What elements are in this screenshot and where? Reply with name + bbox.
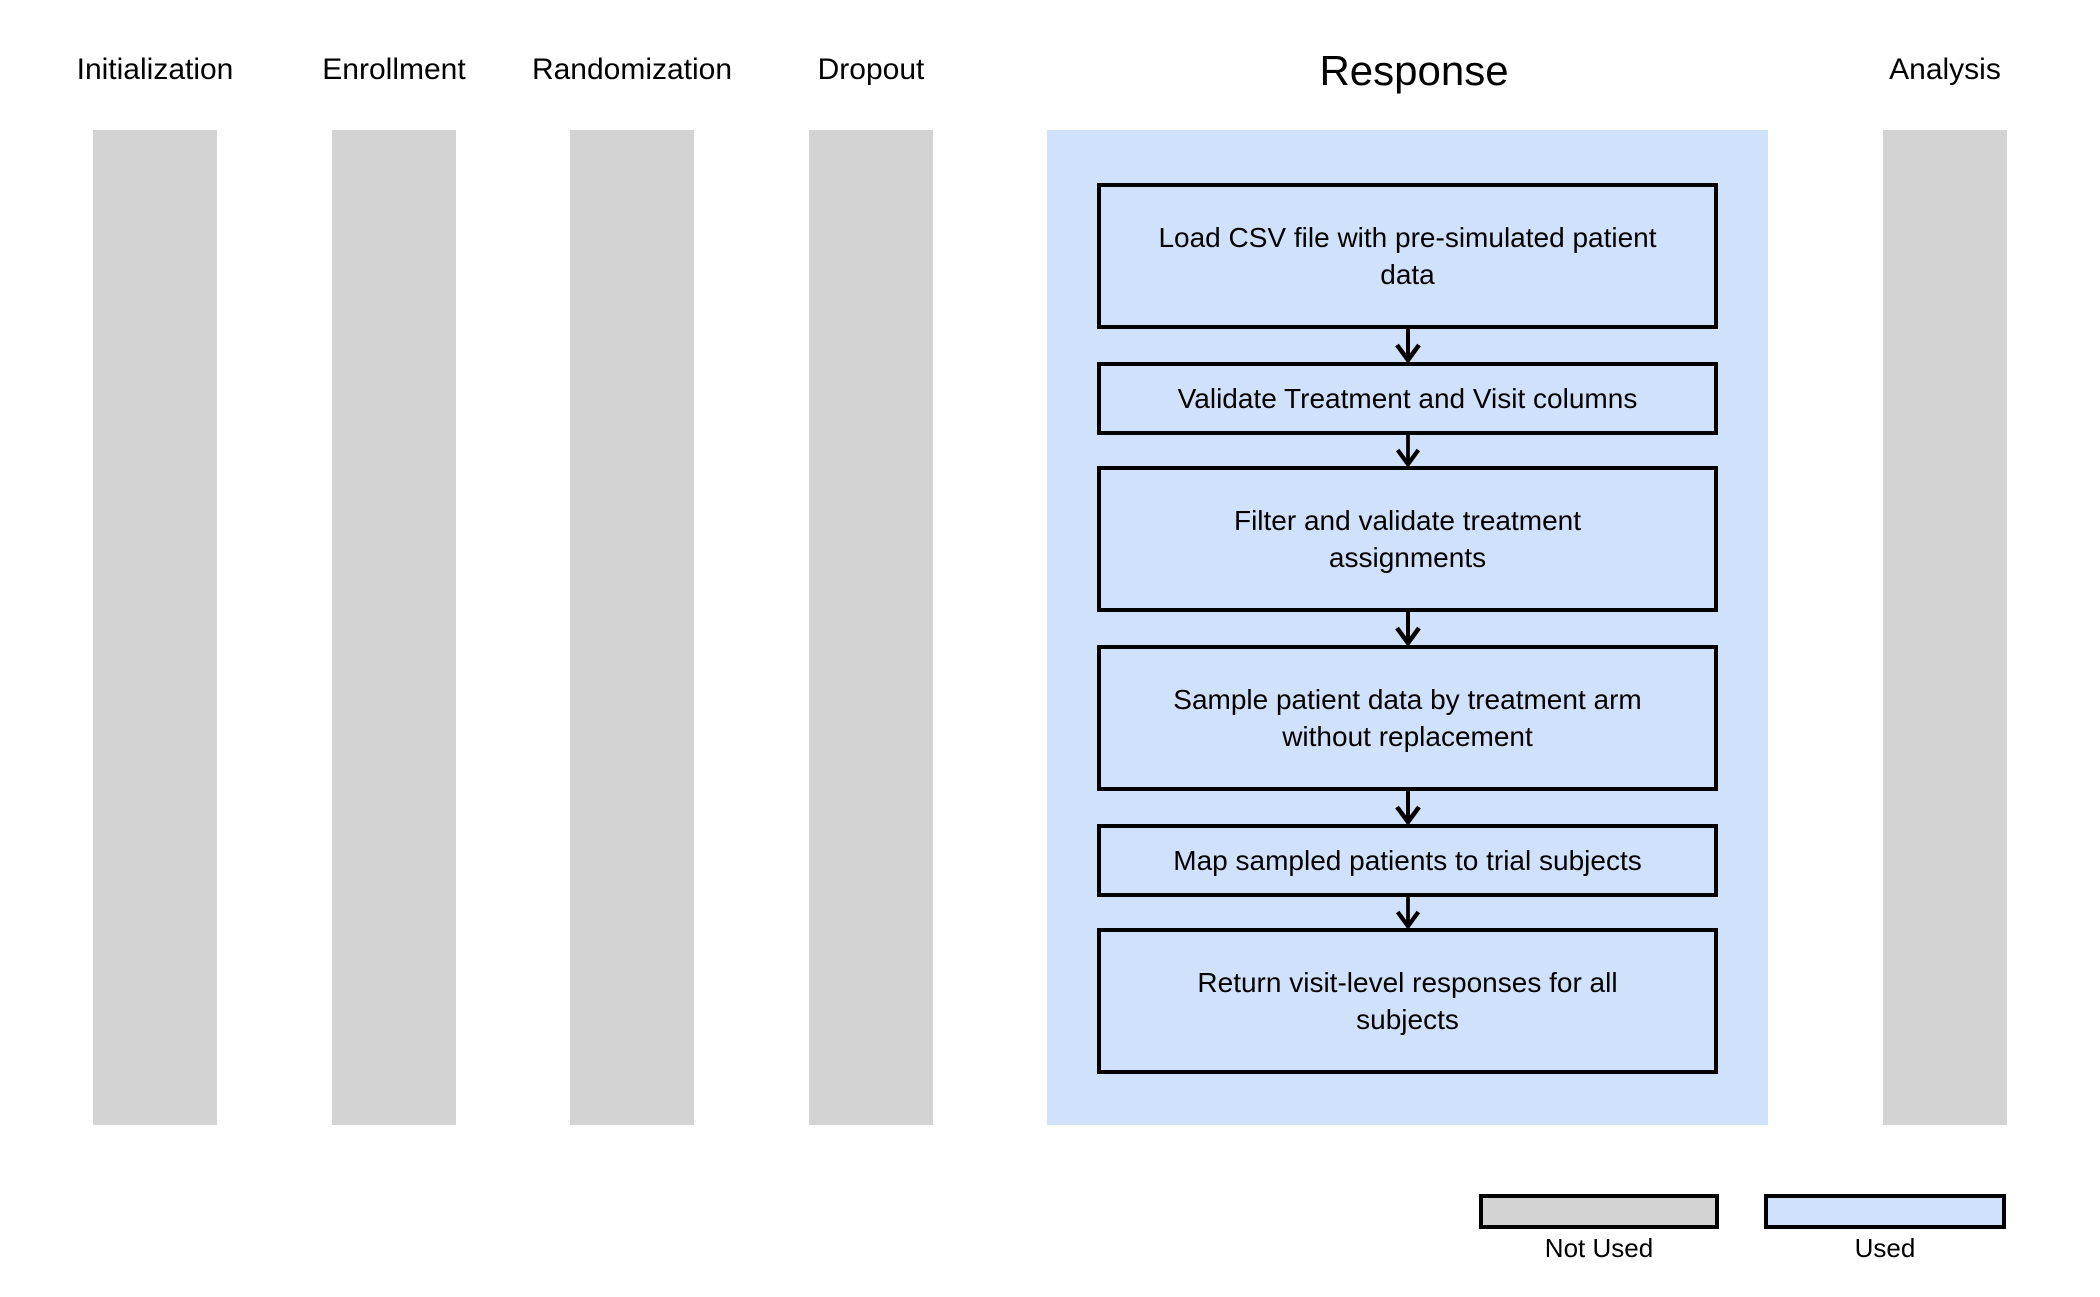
- flow-step-text: Sample patient data by treatment arm: [1173, 684, 1642, 715]
- arrow-down-icon: [1395, 612, 1421, 645]
- arrow-down-icon: [1395, 791, 1421, 824]
- column-label-analysis: Analysis: [1889, 53, 2001, 86]
- flow-step-load-csv: Load CSV file with pre-simulated patient…: [1097, 183, 1718, 329]
- flow-step-text: Validate Treatment and Visit columns: [1177, 383, 1638, 414]
- column-label-response: Response: [1319, 47, 1509, 94]
- arrow-down-icon: [1395, 329, 1421, 362]
- column-label-initialization: Initialization: [76, 53, 234, 86]
- flow-step-text: Load CSV file with pre-simulated patient: [1158, 222, 1657, 253]
- flow-step-validate-columns: Validate Treatment and Visit columns: [1097, 362, 1718, 435]
- flow-step-text: assignments: [1328, 542, 1487, 573]
- arrow-down-icon: [1395, 435, 1421, 466]
- legend-swatch-not-used: [1479, 1194, 1719, 1229]
- flow-step-text: Return visit-level responses for all: [1197, 967, 1618, 998]
- stage-bar-initialization: [93, 130, 217, 1125]
- flow-step-text: Filter and validate treatment: [1233, 505, 1582, 536]
- flow-step-text: subjects: [1356, 1004, 1459, 1035]
- stage-bar-dropout: [809, 130, 933, 1125]
- stage-bar-enrollment: [332, 130, 456, 1125]
- legend-label-not-used: Not Used: [1544, 1233, 1654, 1263]
- arrow-down-icon: [1395, 897, 1421, 928]
- flow-step-map-subjects: Map sampled patients to trial subjects: [1097, 824, 1718, 897]
- flow-step-text: without replacement: [1282, 721, 1533, 752]
- flow-step-text: Map sampled patients to trial subjects: [1173, 845, 1642, 876]
- legend-label-used: Used: [1854, 1233, 1916, 1263]
- stage-bar-analysis: [1883, 130, 2007, 1125]
- flow-step-sample-patients: Sample patient data by treatment arm wit…: [1097, 645, 1718, 791]
- stage-bar-randomization: [570, 130, 694, 1125]
- flow-step-text: data: [1380, 259, 1435, 290]
- flow-step-return-responses: Return visit-level responses for all sub…: [1097, 928, 1718, 1074]
- flow-step-filter-validate: Filter and validate treatment assignment…: [1097, 466, 1718, 612]
- column-label-randomization: Randomization: [531, 53, 733, 86]
- column-label-dropout: Dropout: [817, 53, 925, 86]
- column-label-enrollment: Enrollment: [322, 53, 466, 86]
- legend-swatch-used: [1764, 1194, 2006, 1229]
